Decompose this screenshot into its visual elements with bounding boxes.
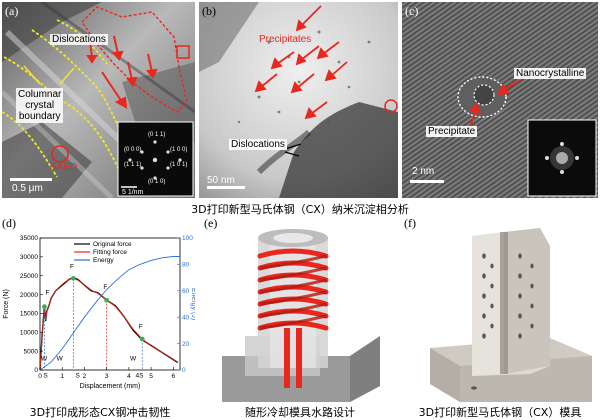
panel-a-tem-image: (a) Dislocations Columnar crystal bounda… bbox=[2, 2, 195, 198]
saed-spot-label: (0 1 1) bbox=[148, 132, 166, 138]
chart-annotation: F bbox=[70, 263, 74, 270]
series-line-energy bbox=[39, 256, 180, 371]
mold-photo bbox=[430, 228, 592, 402]
y2-tick-label: 60 bbox=[182, 288, 190, 295]
x-tick-label: 0 bbox=[38, 373, 42, 380]
y2-tick-label: 100 bbox=[182, 235, 193, 242]
panel-e-cooling-model: (e) bbox=[200, 216, 400, 404]
panel-f-printed-mold: (f) bbox=[400, 216, 598, 404]
panel-f-caption: 3D打印新型马氏体钢（CX）模具 bbox=[418, 406, 582, 419]
panel-a-label: (a) bbox=[5, 4, 19, 18]
saed-spot-label: (1 0 1) bbox=[170, 162, 188, 168]
legend-label: Energy bbox=[93, 257, 114, 264]
x-tick-label: 4 bbox=[127, 373, 131, 380]
saed-spot-label: (0 1 0) bbox=[148, 179, 166, 185]
x-tick-label: 6 bbox=[172, 373, 176, 380]
panel-c-label: (c) bbox=[405, 4, 419, 18]
y-tick-label: 0 bbox=[34, 367, 38, 374]
precipitate-label: Precipitate bbox=[426, 126, 478, 137]
panel-b-tem-image: (b) Precipitates Dislocations 50 nm bbox=[199, 2, 398, 198]
top-caption: 3D打印新型马氏体钢（CX）纳米沉淀相分析 bbox=[191, 203, 409, 216]
saed-spot-label: (0 0 0) bbox=[124, 147, 142, 153]
panel-a-dislocations-label: Dislocations bbox=[50, 34, 108, 45]
plot-frame bbox=[39, 237, 181, 371]
legend-label: Original force bbox=[93, 241, 132, 248]
panel-d-caption: 3D打印成形态CX钢冲击韧性 bbox=[29, 406, 171, 419]
chart-annotation: 4S bbox=[136, 373, 145, 380]
panel-d-label: (d) bbox=[2, 216, 16, 230]
panel-a-boundary-label: Columnar crystal boundary bbox=[16, 88, 64, 123]
feature-point-marker bbox=[70, 275, 76, 281]
panel-c-scale-label: 2 nm bbox=[412, 166, 435, 177]
precipitates-label: Precipitates bbox=[259, 34, 312, 45]
y-tick-label: 15000 bbox=[20, 311, 38, 318]
chart-annotation: S bbox=[43, 373, 48, 380]
chart-annotation: S bbox=[76, 373, 81, 380]
chart-annotation: F bbox=[103, 284, 107, 291]
x-tick-label: 2 bbox=[83, 373, 87, 380]
chart-annotation: W bbox=[130, 356, 137, 363]
panel-d-impact-chart: (d) 0 5000 10000 15000 20000 25000 30000 35000 0… bbox=[0, 216, 195, 404]
chart-annotation: F bbox=[46, 290, 50, 297]
y-tick-label: 25000 bbox=[20, 273, 38, 280]
panel-a-scale-label: 0.5 μm bbox=[12, 183, 43, 194]
panel-b-label: (b) bbox=[202, 4, 216, 18]
feature-point-marker bbox=[139, 336, 145, 342]
y-axis-right-label: Energy (J) bbox=[190, 288, 195, 320]
panel-b-scale-label: 50 nm bbox=[207, 175, 235, 186]
y-tick-label: 20000 bbox=[20, 292, 38, 299]
boundary-label-line3: boundary bbox=[18, 111, 61, 122]
impact-force-chart: 0500010000150002000025000300003500002040… bbox=[3, 235, 195, 390]
saed-spot-label: (1 0 0) bbox=[170, 147, 188, 153]
y-tick-label: 10000 bbox=[20, 329, 38, 336]
y-tick-label: 35000 bbox=[20, 235, 38, 242]
panel-c-micrograph bbox=[402, 2, 598, 198]
boundary-label-line2: crystal bbox=[25, 100, 55, 111]
nanocrystalline-label: Nanocrystalline bbox=[514, 68, 587, 79]
panel-b-dislocations-label: Dislocations bbox=[229, 139, 287, 150]
saed-label: SAED bbox=[50, 162, 78, 173]
inset-scale-label: 5 1/nm bbox=[122, 189, 144, 196]
y2-tick-label: 20 bbox=[182, 341, 190, 348]
y-axis-left-label: Force (N) bbox=[3, 289, 10, 319]
panel-c-hrtem-image: (c) Nanocrystalline Precipitate 2 nm bbox=[402, 2, 598, 198]
boundary-label-line1: Columnar bbox=[18, 89, 62, 100]
feature-point-marker bbox=[104, 297, 110, 303]
panel-f-label: (f) bbox=[404, 216, 416, 230]
y2-tick-label: 40 bbox=[182, 314, 190, 321]
y2-tick-label: 0 bbox=[182, 367, 186, 374]
saed-spot-label: (1 1 1) bbox=[124, 162, 142, 168]
chart-annotation: W bbox=[57, 356, 64, 363]
panel-e-label: (e) bbox=[204, 216, 218, 230]
y-tick-label: 5000 bbox=[24, 348, 39, 355]
chart-annotation: F bbox=[139, 324, 143, 331]
x-tick-label: 5 bbox=[149, 373, 153, 380]
panel-e-caption: 随形冷却模具水路设计 bbox=[245, 406, 355, 419]
x-tick-label: 3 bbox=[105, 373, 109, 380]
y2-tick-label: 80 bbox=[182, 262, 190, 269]
legend-label: Fitting force bbox=[93, 249, 127, 256]
chart-annotation: W bbox=[41, 356, 48, 363]
panel-b-micrograph bbox=[199, 2, 398, 198]
conformal-cooling-render bbox=[222, 229, 380, 402]
y-tick-label: 30000 bbox=[20, 254, 38, 261]
x-axis-label: Displacement (mm) bbox=[80, 383, 141, 390]
x-tick-label: 1 bbox=[60, 373, 64, 380]
feature-point-marker bbox=[42, 304, 47, 310]
